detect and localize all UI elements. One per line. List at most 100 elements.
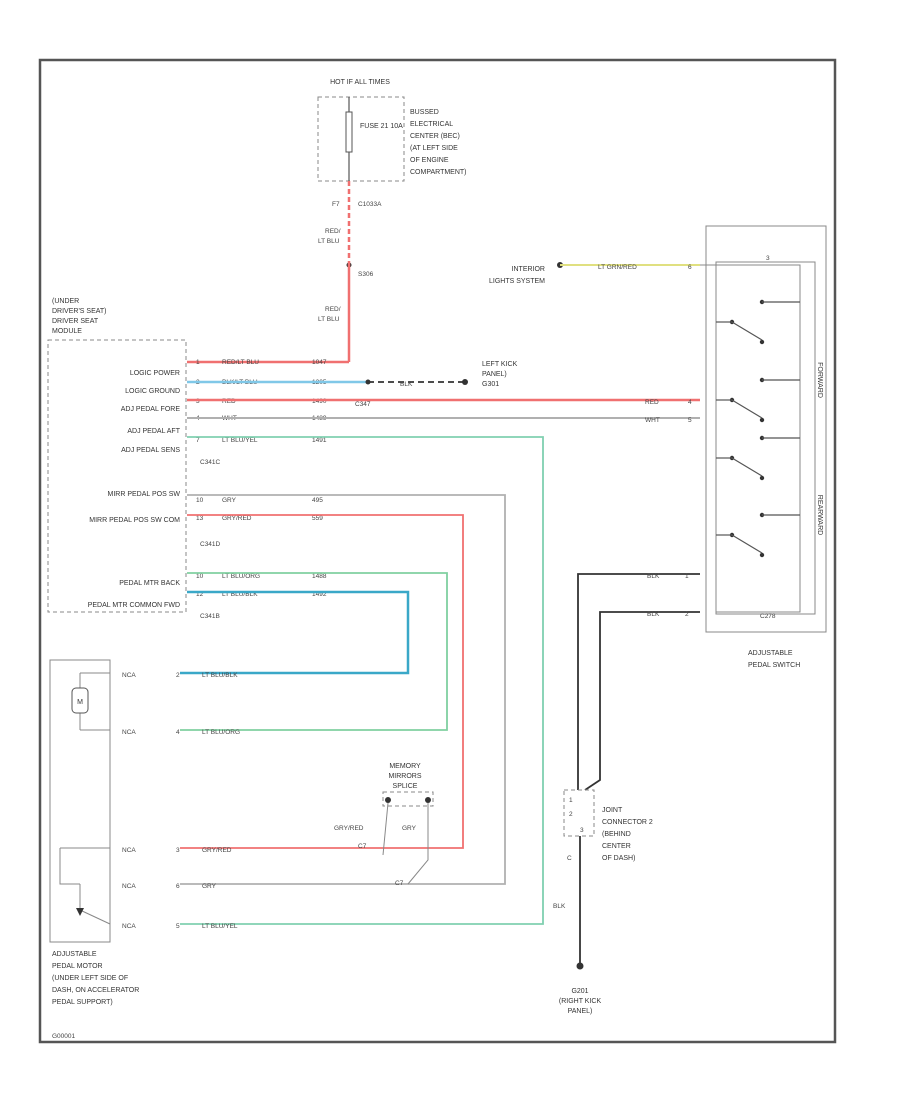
feed-wire-color-2: LT BLU [318, 238, 340, 245]
pedal-mtr-back-wire [180, 572, 448, 731]
svg-text:G301: G301 [482, 381, 499, 388]
module-circuits-a: 1047 1205 1490 1489 1491 [312, 359, 327, 444]
svg-text:DASH, ON ACCELERATOR: DASH, ON ACCELERATOR [52, 987, 139, 994]
module-wire-color-1: RED/ [325, 306, 341, 313]
module-inputs-b: MIRR PEDAL POS SW MIRR PEDAL POS SW COM [89, 491, 180, 524]
module-pins-c: 10 12 [196, 573, 204, 598]
module-colors-c: LT BLU/ORG LT BLU/BLK [222, 573, 260, 598]
svg-text:ELECTRICAL: ELECTRICAL [410, 121, 453, 128]
svg-text:495: 495 [312, 497, 323, 504]
svg-text:LIGHTS SYSTEM: LIGHTS SYSTEM [489, 278, 545, 285]
svg-text:1: 1 [569, 797, 573, 804]
svg-text:GRY: GRY [222, 497, 237, 504]
switch-red-label: RED [645, 399, 659, 406]
svg-text:MIRR PEDAL POS SW COM: MIRR PEDAL POS SW COM [89, 517, 180, 524]
motor-pins: 2 4 3 6 5 [176, 672, 180, 930]
svg-text:LT BLU/ORG: LT BLU/ORG [202, 729, 240, 736]
svg-text:2: 2 [176, 672, 180, 679]
ground-g201-label: G201 (RIGHT KICK PANEL) [559, 988, 602, 1015]
joint-connector: 1 2 3 JOINT CONNECTOR 2 (BEHIND CENTER O… [553, 789, 653, 1015]
joint-pin-c: C [567, 855, 572, 862]
svg-text:NCA: NCA [122, 923, 136, 930]
svg-text:13: 13 [196, 515, 204, 522]
svg-text:10: 10 [196, 573, 204, 580]
svg-text:559: 559 [312, 515, 323, 522]
svg-text:4: 4 [176, 729, 180, 736]
svg-text:12: 12 [196, 591, 204, 598]
module-colors-b: GRY GRY/RED [222, 497, 252, 522]
motor-connector-labels: NCA NCA NCA NCA NCA [122, 672, 136, 930]
svg-text:NCA: NCA [122, 729, 136, 736]
svg-text:CONNECTOR 2: CONNECTOR 2 [602, 819, 653, 826]
module-inputs-c: PEDAL MTR BACK PEDAL MTR COMMON FWD [88, 580, 181, 609]
svg-text:CENTER (BEC): CENTER (BEC) [410, 133, 460, 140]
svg-text:GRY/RED: GRY/RED [222, 515, 252, 522]
module-connector-a: C341C [200, 459, 221, 466]
svg-text:1488: 1488 [312, 573, 327, 580]
svg-text:NCA: NCA [122, 672, 136, 679]
hot-at-all-times-label: HOT IF ALL TIMES [330, 79, 390, 86]
switch-blk1-label: BLK [647, 573, 660, 580]
pedal-sens-wire [180, 436, 544, 925]
fuse-connector: C1033A [358, 201, 382, 208]
svg-text:COMPARTMENT): COMPARTMENT) [410, 169, 467, 176]
switch-top-pin: 3 [766, 255, 770, 262]
switch-wht-pin: 5 [688, 417, 692, 424]
svg-text:1: 1 [196, 359, 200, 366]
interior-wire-label: LT GRN/RED [598, 264, 637, 271]
svg-text:CENTER: CENTER [602, 843, 631, 850]
mirr-pos-com-wire [180, 514, 464, 849]
memory-label: MEMORY MIRRORS SPLICE [388, 763, 421, 790]
svg-text:PANEL): PANEL) [482, 371, 507, 378]
svg-text:MEMORY: MEMORY [389, 763, 421, 770]
svg-text:OF ENGINE: OF ENGINE [410, 157, 449, 164]
mirr-pos-wire [180, 494, 506, 885]
module-wire-color-2: LT BLU [318, 316, 340, 323]
svg-text:JOINT: JOINT [602, 807, 623, 814]
memory-pin-2: C7 [395, 880, 404, 887]
svg-text:2: 2 [569, 811, 573, 818]
module-inputs-a: LOGIC POWER LOGIC GROUND ADJ PEDAL FORE … [121, 370, 181, 454]
svg-text:LOGIC GROUND: LOGIC GROUND [125, 388, 180, 395]
svg-text:OF DASH): OF DASH) [602, 855, 635, 862]
svg-text:INTERIOR: INTERIOR [512, 266, 545, 273]
svg-text:LEFT KICK: LEFT KICK [482, 361, 518, 368]
interior-pin: 6 [688, 264, 692, 271]
memory-wire-1: GRY/RED [334, 825, 364, 832]
svg-text:1047: 1047 [312, 359, 327, 366]
svg-text:3: 3 [580, 827, 584, 834]
ground-g301-dot [462, 379, 468, 385]
svg-text:SPLICE: SPLICE [393, 783, 418, 790]
svg-text:3: 3 [176, 847, 180, 854]
module-pins-a: 1 2 3 4 7 [196, 359, 200, 444]
svg-text:(UNDER: (UNDER [52, 298, 79, 305]
svg-text:3: 3 [196, 398, 200, 405]
module-outline [47, 339, 187, 613]
svg-text:10: 10 [196, 497, 204, 504]
svg-text:GRY/RED: GRY/RED [202, 847, 232, 854]
switch-outline [705, 225, 827, 633]
switch-label: ADJUSTABLE PEDAL SWITCH [748, 650, 800, 669]
memory-mirrors-splice: MEMORY MIRRORS SPLICE GRY/RED GRY C7 C7 [334, 763, 434, 887]
svg-text:BUSSED: BUSSED [410, 109, 439, 116]
diagram-footer-code: G00001 [52, 1033, 76, 1040]
adjustable-pedal-switch: 3 FORWARD REARWARD C278 ADJUSTABLE [700, 225, 827, 669]
driver-seat-module: (UNDER DRIVER'S SEAT) DRIVER SEAT MODULE… [47, 298, 327, 620]
module-connector-c: C341B [200, 613, 220, 620]
svg-text:6: 6 [176, 883, 180, 890]
svg-text:PEDAL SWITCH: PEDAL SWITCH [748, 662, 800, 669]
switch-blk1-pin: 1 [685, 573, 689, 580]
ground-wire-label: BLK [400, 381, 413, 388]
interior-lights-label: INTERIOR LIGHTS SYSTEM [489, 266, 545, 285]
switch-blk-wire-2 [584, 611, 700, 791]
switch-blk-wire-1 [577, 573, 700, 790]
ground-g201-dot [576, 962, 584, 970]
module-colors-a: RED/LT BLU BLK/LT BLU RED WHT LT BLU/YEL [222, 359, 259, 444]
svg-text:PEDAL SUPPORT): PEDAL SUPPORT) [52, 999, 113, 1006]
module-circuits-c: 1488 1492 [312, 573, 327, 598]
svg-text:MODULE: MODULE [52, 328, 82, 335]
switch-wht-label: WHT [645, 417, 660, 424]
svg-text:PEDAL MTR BACK: PEDAL MTR BACK [119, 580, 180, 587]
switch-red-pin: 4 [688, 399, 692, 406]
ground-connector-label: C347 [355, 401, 371, 408]
